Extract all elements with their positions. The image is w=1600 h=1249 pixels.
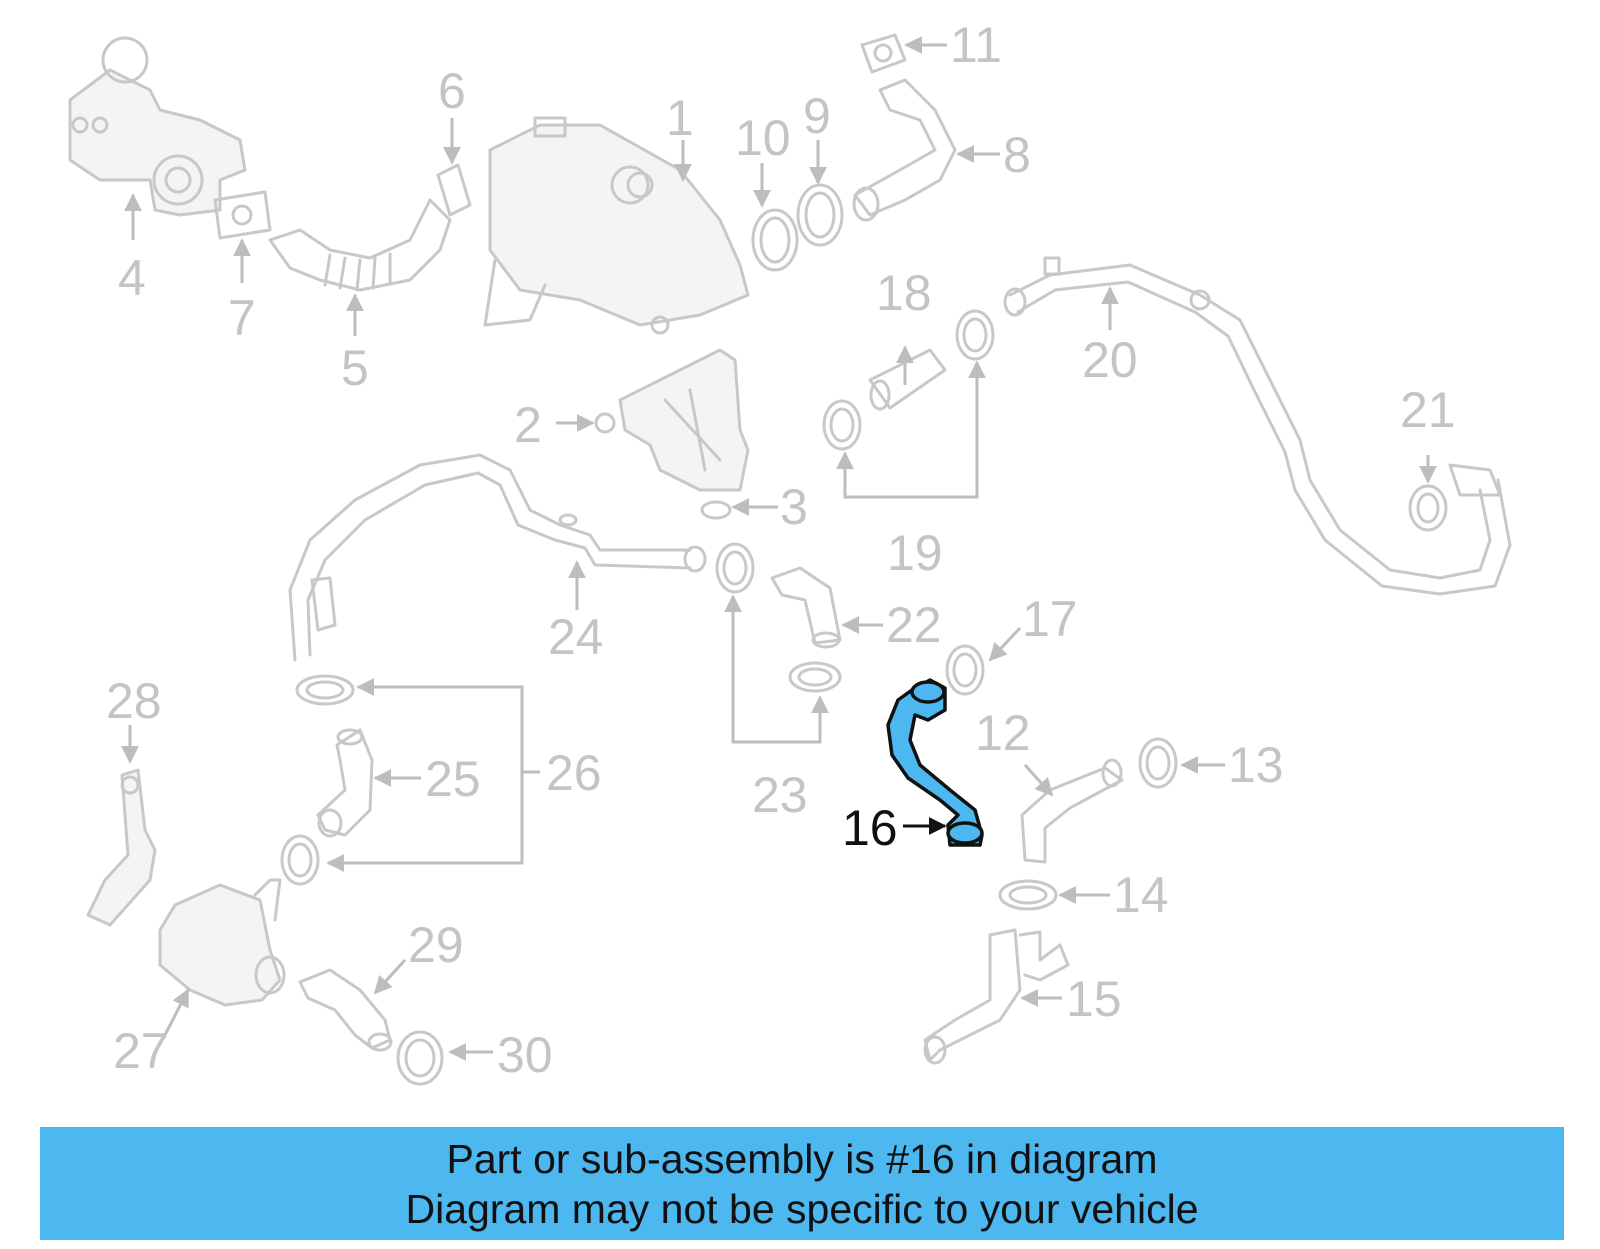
callout-1: 1 (666, 90, 694, 146)
callout-14: 14 (1113, 867, 1169, 923)
part-19-clamp-right[interactable] (955, 309, 995, 361)
part-25-hose[interactable] (316, 728, 374, 838)
leader-lines (121, 36, 1437, 1061)
part-24-coolant-pipe[interactable] (288, 453, 707, 662)
callout-16: 16 (842, 800, 898, 856)
callout-13: 13 (1228, 737, 1284, 793)
callout-8: 8 (1003, 127, 1031, 183)
callout-29: 29 (408, 917, 464, 973)
banner-line-disclaimer: Diagram may not be specific to your vehi… (405, 1185, 1199, 1232)
part-19-clamp-left[interactable] (822, 399, 862, 451)
part-4-egr-valve[interactable] (68, 36, 247, 217)
callout-24: 24 (548, 609, 604, 665)
part-5-egr-pipe[interactable] (268, 198, 452, 292)
part-23-clamp-upper[interactable] (715, 542, 755, 594)
info-banner: Part or sub-assembly is #16 in diagram D… (40, 1127, 1564, 1240)
part-27-water-pump[interactable] (158, 878, 286, 1007)
part-23-clamp-lower[interactable] (788, 661, 842, 693)
callout-21: 21 (1400, 382, 1456, 438)
callout-15: 15 (1066, 971, 1122, 1027)
part-11-gasket[interactable] (860, 33, 907, 74)
part-6-gasket[interactable] (436, 163, 472, 217)
callout-4: 4 (118, 250, 146, 306)
part-12-hose[interactable] (1020, 758, 1124, 864)
part-21-fitting[interactable] (1408, 463, 1502, 532)
callout-3: 3 (780, 479, 808, 535)
callout-11: 11 (950, 17, 1002, 73)
callout-5: 5 (341, 340, 369, 396)
part-3-o-ring[interactable] (700, 500, 732, 520)
part-7-gasket[interactable] (213, 190, 272, 240)
callout-9: 9 (803, 88, 831, 144)
part-26-clamp-lower[interactable] (280, 834, 320, 886)
part-8-hose[interactable] (852, 78, 957, 222)
callout-17: 17 (1022, 591, 1078, 647)
part-22-hose[interactable] (770, 566, 842, 649)
part-28-bracket[interactable] (86, 768, 157, 927)
part-29-hose[interactable] (298, 968, 393, 1052)
callout-7: 7 (228, 290, 256, 346)
part-9-clamp[interactable] (796, 183, 844, 247)
callout-30: 30 (497, 1027, 553, 1083)
callout-10: 10 (735, 110, 791, 166)
callout-22: 22 (886, 597, 942, 653)
part-18-hose[interactable] (868, 348, 947, 411)
part-10-clamp[interactable] (751, 208, 799, 272)
banner-line-part-number: Part or sub-assembly is #16 in diagram (446, 1135, 1158, 1182)
callout-12: 12 (975, 705, 1031, 761)
part-14-clamp[interactable] (998, 879, 1058, 911)
callout-26: 26 (546, 745, 602, 801)
callout-27: 27 (113, 1023, 169, 1079)
part-26-clamp-upper[interactable] (295, 674, 355, 706)
callout-20: 20 (1082, 332, 1138, 388)
part-1-egr-cooler[interactable] (483, 116, 750, 335)
part-15-fitting[interactable] (923, 928, 1070, 1065)
callout-25: 25 (425, 751, 481, 807)
callout-18: 18 (876, 265, 932, 321)
callout-28: 28 (106, 673, 162, 729)
part-17-clamp[interactable] (945, 644, 985, 696)
part-20-coolant-pipe[interactable] (1003, 256, 1512, 596)
part-30-clamp[interactable] (396, 1030, 444, 1086)
callout-23: 23 (752, 767, 808, 823)
callout-19: 19 (887, 525, 943, 581)
part-2-bracket[interactable] (594, 348, 750, 492)
callout-6: 6 (438, 63, 466, 119)
part-16-coolant-hose-highlighted[interactable] (886, 678, 984, 847)
callout-2: 2 (514, 397, 542, 453)
callout-labels: 1 2 3 4 5 6 7 8 9 10 11 12 13 14 15 16 1… (106, 17, 1456, 1083)
part-13-clamp[interactable] (1138, 737, 1178, 789)
